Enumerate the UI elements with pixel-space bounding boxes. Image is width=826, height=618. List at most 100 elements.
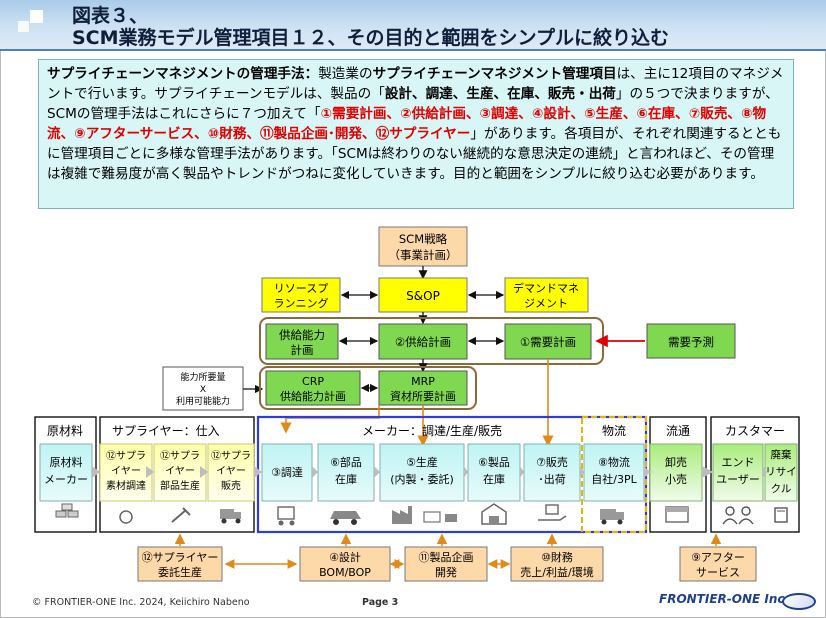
disposal-1: 廃棄: [771, 448, 792, 461]
demand-plan-label: ①需要計画: [520, 335, 576, 349]
ingots-icon: [55, 503, 79, 518]
footer-logo-text: FRONTIER-ONE Inc.: [659, 592, 790, 606]
warehouse-icon: [481, 503, 507, 525]
supplier-sales-cell: ⑫サプラ イヤー 販売: [207, 443, 255, 502]
recycle-icon: [774, 507, 788, 523]
chevron-icon: [254, 466, 262, 478]
truck-icon-logistics: [600, 509, 624, 525]
bottom-design-1: ④設計: [329, 550, 361, 564]
maker-title: メーカー：調達/生産/販売: [362, 423, 502, 438]
bottom-consign-2: 委託生産: [158, 565, 202, 579]
disposal-cell: 廃棄 リサイ クル: [764, 443, 798, 502]
supply-capacity-label-2: 計画: [291, 343, 314, 357]
sup-consign-1: ⑫サプラ: [106, 450, 146, 462]
hand-box-icon: [538, 504, 567, 521]
raw-material-title: 原材料: [47, 424, 83, 438]
footer-copyright: © FRONTIER-ONE Inc. 2024, Keiichiro Nabe…: [32, 597, 250, 608]
resource-planning-label-1: リソースプ: [274, 282, 328, 295]
logistics-cell-1: ⑧物流: [598, 455, 630, 469]
intro-text-2: サプライチェーンマネジメント管理項目: [372, 66, 617, 82]
bottom-design-box: ④設計 BOM/BOP: [299, 546, 391, 582]
demand-forecast-box: 需要予測: [646, 323, 736, 359]
sales-ship-cell: ⑦販売 ･出荷: [523, 443, 581, 502]
title-line-2: SCM業務モデル管理項目１２、その目的と範囲をシンプルに絞り込む: [72, 27, 669, 49]
product-stock-2: 在庫: [483, 472, 505, 486]
logistics-cell: ⑧物流 自社/3PL: [583, 443, 645, 502]
cart-icon: [277, 506, 295, 526]
chevron-icon: [644, 466, 650, 478]
intro-text-6: 」があります。各項目が、それぞれ関連するとともに管理項目ごとに多様な管理手法があ…: [47, 126, 782, 182]
production-2: (内製・委託): [390, 472, 454, 486]
resource-planning-label-2: ランニング: [274, 296, 329, 310]
crp-label-1: CRP: [302, 375, 324, 388]
chevron-icon: [92, 466, 100, 478]
bottom-planning-2: 開発: [435, 565, 457, 579]
bottom-planning-1: ⑪製品企画: [419, 550, 474, 564]
bottom-finance-box: ⑩財務 売上/利益/環境: [510, 546, 604, 582]
wrench-icon: [171, 507, 191, 523]
capacity-note-2: X: [200, 385, 206, 395]
demand-management-label-2: ジメント: [524, 297, 568, 310]
title-banner: 図表３、 SCM業務モデル管理項目１２、その目的と範囲をシンプルに絞り込む: [0, 0, 826, 50]
bottom-after-1: ⑨アフター: [691, 551, 745, 564]
customer-title: カスタマー: [725, 424, 785, 438]
sup-parts-2: イヤー: [165, 466, 195, 477]
sup-parts-1: ⑫サプラ: [160, 450, 200, 462]
logistics-cell-2: 自社/3PL: [591, 472, 637, 486]
bottom-consign-1: ⑫サプライヤー: [142, 551, 219, 564]
bottom-consign-box: ⑫サプライヤー 委託生産: [137, 546, 223, 582]
procure-cell: ③調達: [261, 443, 313, 502]
resource-planning-box: リソースプ ランニング: [261, 277, 341, 313]
supply-capacity-plan-box: 供給能力 計画: [265, 323, 339, 360]
wholesale-1: 卸売: [665, 455, 687, 469]
people-icon: [722, 506, 754, 525]
product-stock-1: ⑥製品: [478, 455, 510, 469]
supplier-title: サプライヤー：仕入: [112, 424, 220, 438]
sop-box: S&OP: [378, 277, 468, 313]
sales-ship-2: ･出荷: [538, 472, 566, 486]
bottom-finance-2: 売上/利益/環境: [520, 565, 593, 579]
title-square-small-icon: [18, 21, 29, 32]
parts-stock-1: ⑥部品: [330, 455, 362, 469]
truck-icon-supplier: [220, 509, 241, 524]
demand-forecast-label: 需要予測: [668, 335, 714, 349]
chevron-icon: [464, 466, 468, 478]
bottom-after-2: サービス: [696, 566, 740, 579]
supplier-consign-cell: ⑫サプラ イヤー 素材調達: [99, 443, 153, 502]
chevron-icon: [580, 466, 584, 478]
wholesale-2: 小売: [665, 473, 687, 486]
scm-strategy-label-1: SCM戦略: [399, 232, 448, 246]
sup-sales-1: ⑫サプラ: [211, 450, 251, 462]
mrp-label-1: MRP: [411, 375, 435, 388]
raw-maker-label-2: メーカー: [44, 473, 88, 486]
chevron-icon: [520, 466, 524, 478]
end-user-cell: エンド ユーザー: [712, 443, 764, 502]
logistics-title: 物流: [602, 424, 626, 438]
bottom-planning-box: ⑪製品企画 開発: [404, 546, 488, 582]
capacity-note: 能力所要量 X 利用可能能力: [162, 366, 244, 411]
supply-plan-box: ②供給計画: [378, 323, 468, 360]
distribution-title: 流通: [666, 424, 690, 438]
sup-consign-3: 素材調達: [106, 479, 146, 492]
end-user-2: ユーザー: [716, 473, 760, 486]
production-1: ⑤生産: [406, 455, 438, 469]
demand-management-box: デマンドマネ ジメント: [504, 277, 589, 313]
crp-mrp-frame: [259, 366, 477, 410]
intro-items-list: ①需要計画、②供給計画、③調達、④設計、⑤生産、⑥在庫、⑦販売、⑧物流、⑨アフタ…: [47, 106, 767, 142]
intro-text-1: 製造業の: [318, 66, 373, 82]
supply-capacity-label-1: 供給能力: [279, 328, 325, 342]
supplier-parts-cell: ⑫サプラ イヤー 部品生産: [153, 443, 207, 502]
factory-icon: [392, 506, 457, 524]
crp-box: CRP 供給能力計画: [265, 370, 361, 406]
title-line-1: 図表３、: [72, 5, 149, 27]
capacity-note-3: 利用可能能力: [176, 395, 230, 407]
title-square-icon: [30, 10, 43, 23]
shop-icon: [665, 506, 689, 523]
chevron-icon: [146, 466, 154, 478]
intro-text-3: は、主に12項目のマネジメントで行います。サプライチェーンモデルは、製品の「: [47, 66, 784, 102]
raw-maker-cell: 原材料 メーカー: [39, 443, 93, 502]
production-cell: ⑤生産 (内製・委託): [379, 443, 465, 502]
intro-heading: サプライチェーンマネジメントの管理手法：: [47, 66, 319, 82]
scm-strategy-box: SCM戦略 （事業計画）: [378, 226, 468, 267]
